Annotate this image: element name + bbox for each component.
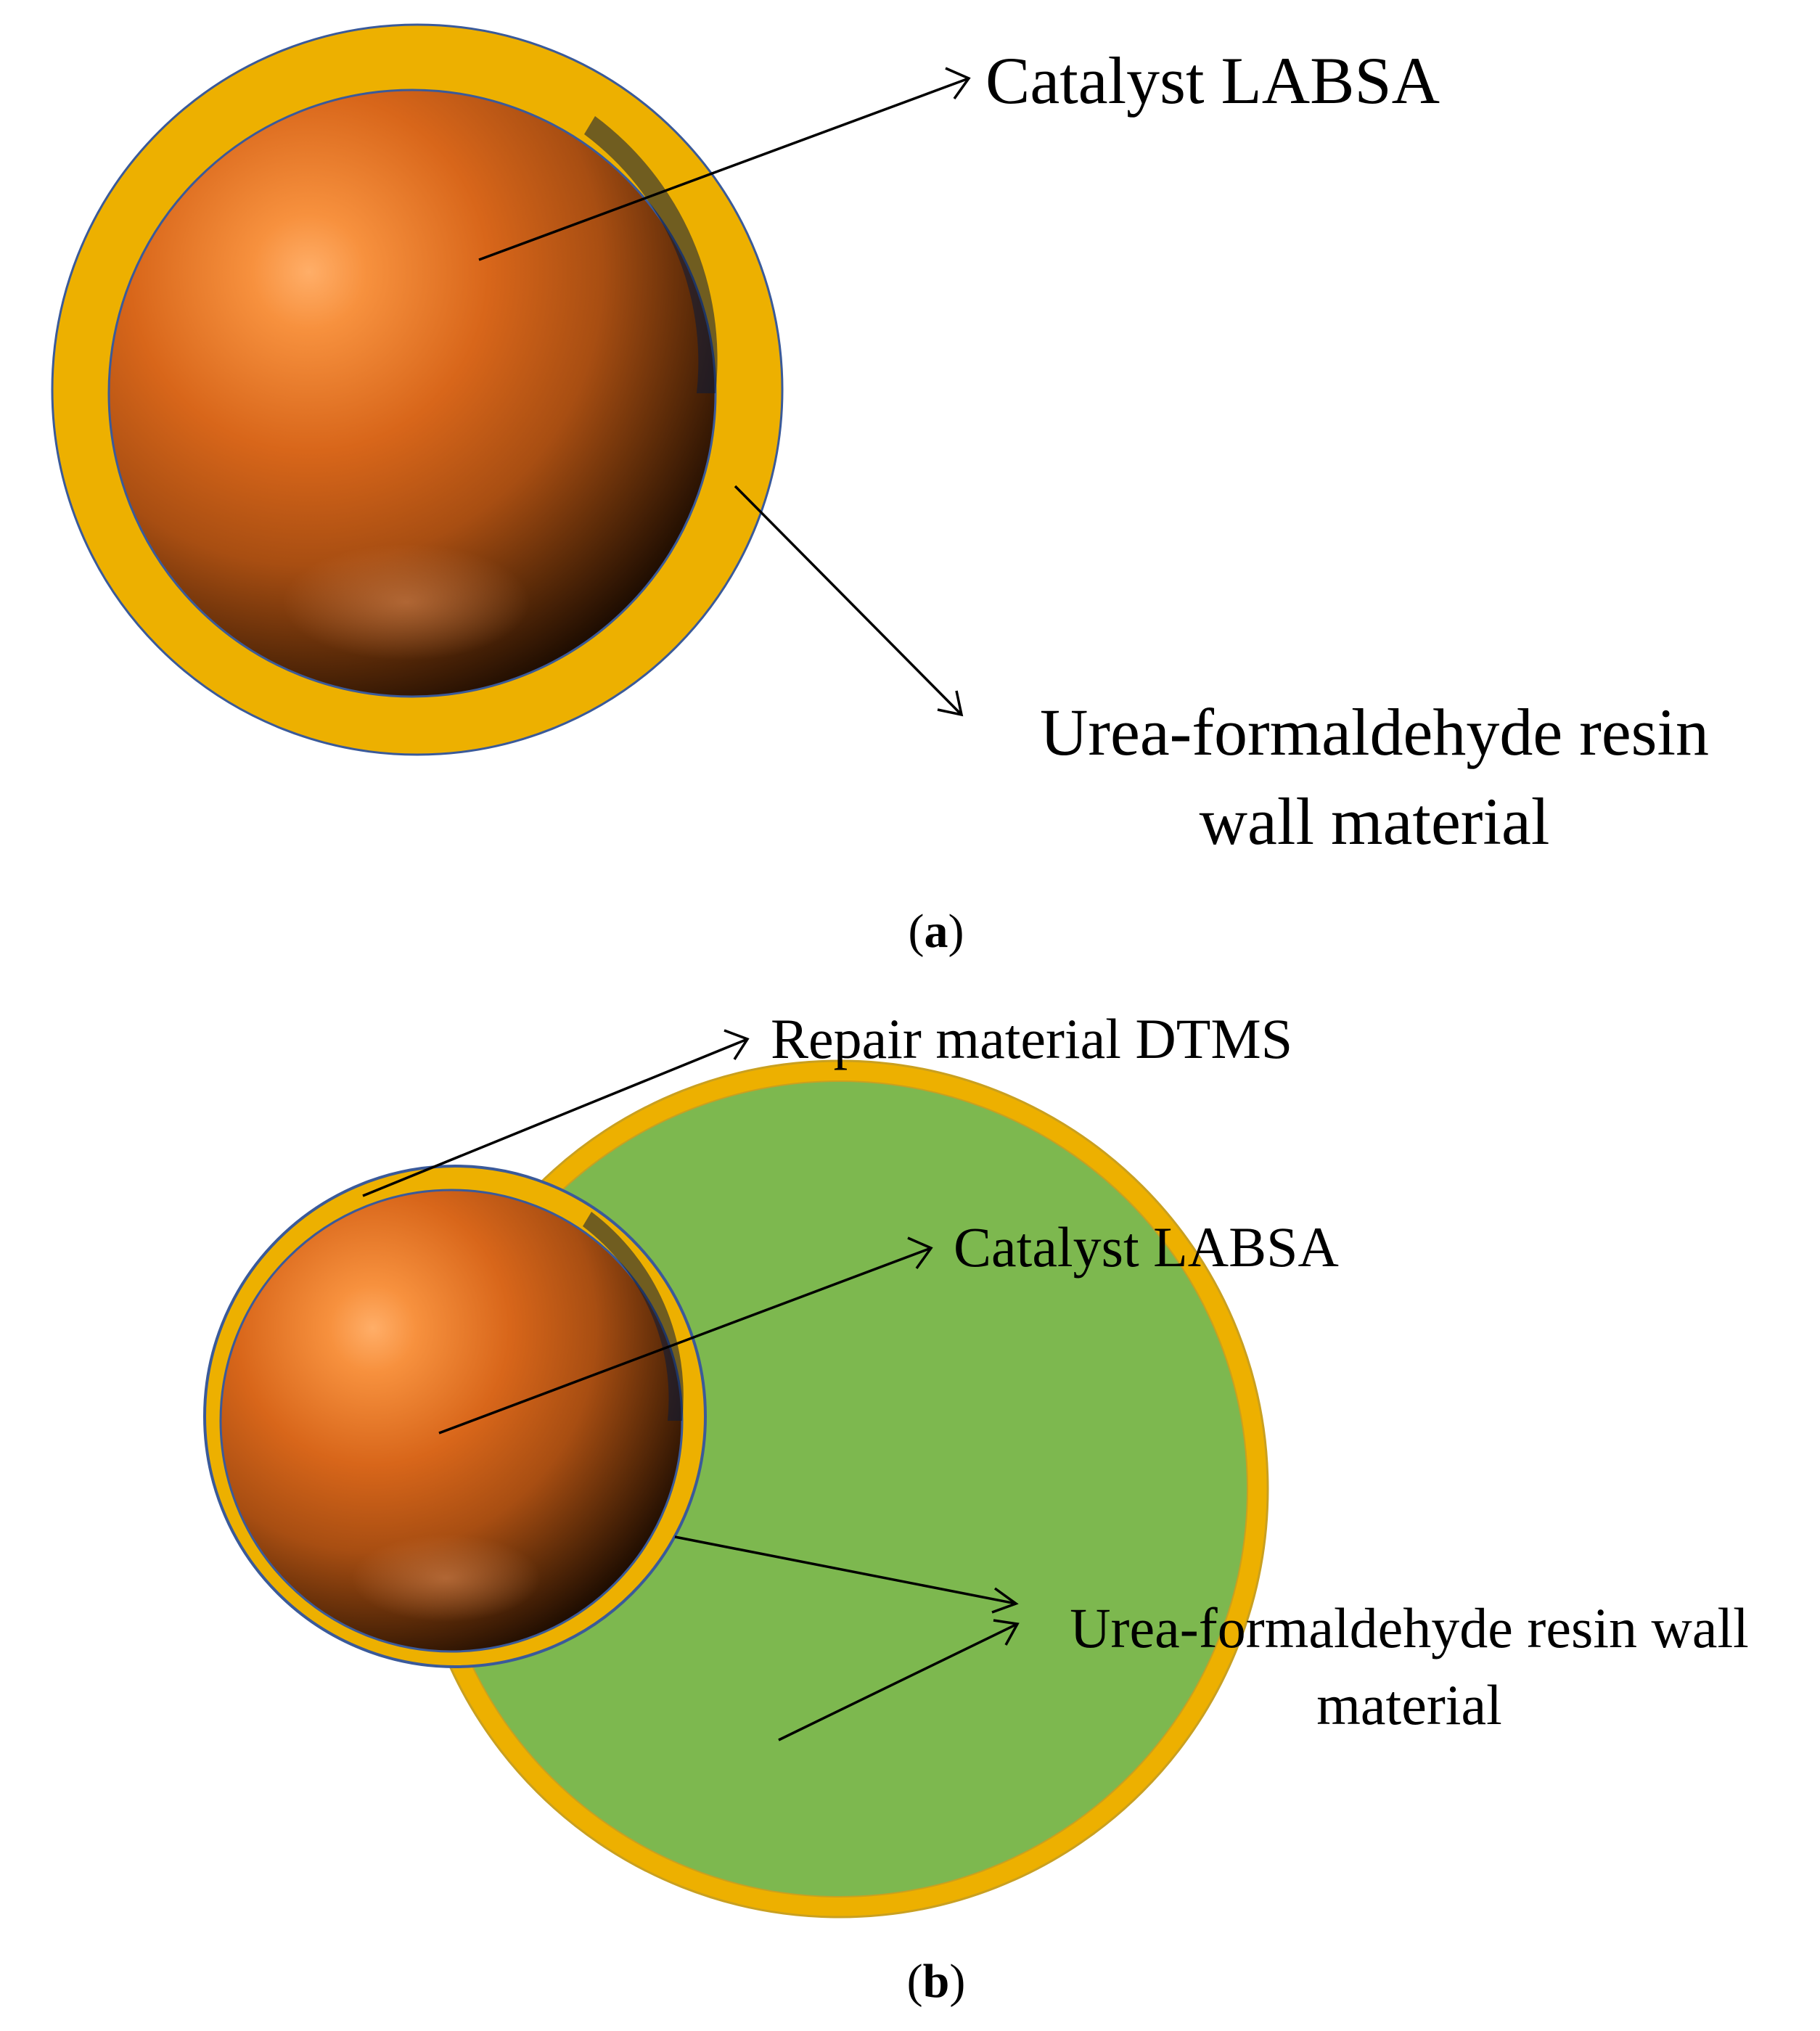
panel-b-core-rim-shadow bbox=[583, 1212, 684, 1421]
panel-b: Repair material DTMS Catalyst LABSA Urea… bbox=[203, 1007, 1749, 2008]
panel-a-catalyst-leader bbox=[478, 77, 970, 261]
panel-a-catalyst-label: Catalyst LABSA bbox=[985, 44, 1440, 118]
panel-a-caption: (a) bbox=[909, 905, 964, 958]
panel-a-catalyst-arrowhead bbox=[945, 67, 971, 100]
panel-b-outer-wall-arrowhead bbox=[993, 1619, 1020, 1646]
panel-b-repair-leader bbox=[362, 1038, 748, 1197]
panel-b-wall-label-line2: material bbox=[1316, 1673, 1502, 1736]
panel-a-wall-arrowhead bbox=[937, 690, 964, 717]
panel-a-core-lower-glow bbox=[283, 544, 530, 660]
panel-a-wall-label-line1: Urea-formaldehyde resin bbox=[1040, 695, 1709, 769]
panel-b-inner-wall-arrowhead bbox=[991, 1587, 1019, 1614]
panel-a: Catalyst LABSA Urea-formaldehyde resin w… bbox=[51, 23, 1709, 958]
panel-b-core-lower-glow bbox=[352, 1535, 541, 1622]
panel-b-outer-wall-leader bbox=[778, 1622, 1018, 1741]
panel-a-core-rim-shadow bbox=[584, 116, 718, 393]
panel-b-catalyst-label: Catalyst LABSA bbox=[954, 1215, 1339, 1279]
panel-b-wall-label-line1: Urea-formaldehyde resin wall bbox=[1070, 1596, 1749, 1659]
panel-b-inner-wall-leader bbox=[674, 1535, 1017, 1605]
panel-b-catalyst-leader bbox=[438, 1247, 932, 1435]
panel-b-catalyst-arrowhead bbox=[907, 1236, 933, 1270]
panel-b-repair-label: Repair material DTMS bbox=[771, 1007, 1292, 1070]
panel-b-caption: (b) bbox=[907, 1955, 966, 2008]
panel-a-wall-label-line2: wall material bbox=[1200, 784, 1550, 858]
panel-b-repair-arrowhead bbox=[724, 1029, 750, 1060]
panel-a-wall-leader bbox=[734, 485, 963, 716]
